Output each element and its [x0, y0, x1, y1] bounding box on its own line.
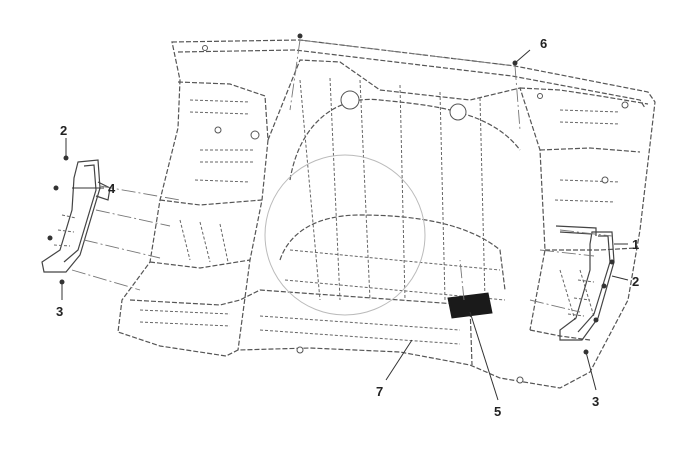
assembly-lines — [71, 39, 613, 313]
callout-labels: 1 2 2 3 3 4 5 6 7 — [56, 36, 639, 419]
callout-label-3-right: 3 — [592, 394, 599, 409]
callout-label-5: 5 — [494, 404, 501, 419]
floor-ribs — [139, 77, 621, 345]
callout-label-2-right: 2 — [632, 274, 639, 289]
fasteners — [47, 33, 615, 355]
callout-label-1: 1 — [632, 237, 639, 252]
callout-label-6: 6 — [540, 36, 547, 51]
callout-label-7: 7 — [376, 384, 383, 399]
callout-label-2-left: 2 — [60, 123, 67, 138]
callout-label-4: 4 — [108, 181, 116, 196]
callout-leaders — [61, 49, 629, 401]
callout-label-3-left: 3 — [56, 304, 63, 319]
sound-pad — [447, 292, 493, 319]
floor-holes — [202, 45, 629, 384]
left-reinforcement-bracket — [41, 159, 111, 273]
floor-panel — [117, 39, 656, 389]
right-reinforcement-bracket — [555, 225, 615, 341]
